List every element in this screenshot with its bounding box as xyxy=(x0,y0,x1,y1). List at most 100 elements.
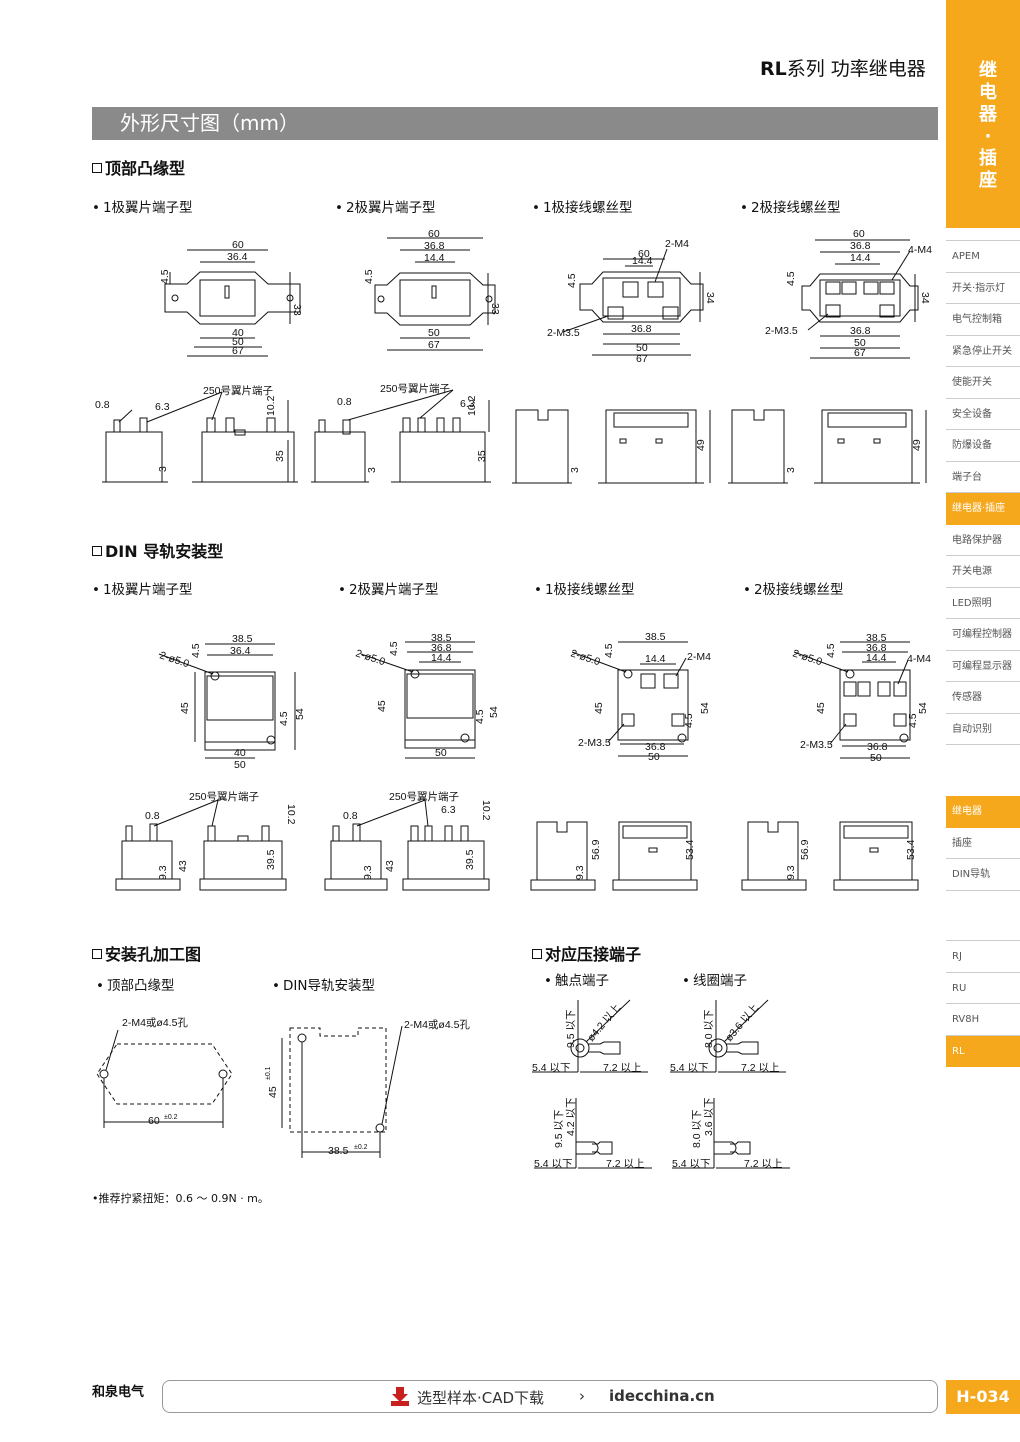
subtitle: 1极翼片端子型 xyxy=(92,578,193,598)
subtitle: 2极接线螺丝型 xyxy=(743,578,844,598)
svg-text:4.5: 4.5 xyxy=(190,643,202,658)
sidebar-item-circuit-protector[interactable]: 电路保护器 xyxy=(946,525,1020,556)
svg-text:38.5: 38.5 xyxy=(328,1145,349,1157)
drawing-mount-din: 2-M4或ø4.5孔 45 ±0.1 38.5 ±0.2 xyxy=(265,1018,470,1158)
sidebar-item-explosion-proof[interactable]: 防爆设备 xyxy=(946,430,1020,462)
sidebar-item-led[interactable]: LED照明 xyxy=(946,588,1020,619)
drawing-crimp-contact-ring: 9.5 以下 ø4.2 以上 5.4 以下 7.2 以上 xyxy=(532,999,648,1074)
svg-text:54: 54 xyxy=(917,702,929,714)
svg-text:45: 45 xyxy=(815,702,827,714)
sidebar-series-ru[interactable]: RU xyxy=(946,973,1020,1004)
svg-text:54: 54 xyxy=(488,706,500,718)
svg-text:ø3.6 以上: ø3.6 以上 xyxy=(723,1002,761,1044)
svg-text:14.4: 14.4 xyxy=(645,653,666,665)
drawing-tf3-side: 49 3 xyxy=(512,409,711,484)
subtitle: 2极翼片端子型 xyxy=(338,578,439,598)
svg-text:4.5: 4.5 xyxy=(785,271,797,286)
svg-text:2-ø5.0: 2-ø5.0 xyxy=(791,647,824,668)
svg-text:4-M4: 4-M4 xyxy=(907,653,931,665)
svg-text:60: 60 xyxy=(148,1115,160,1127)
svg-text:38.5: 38.5 xyxy=(431,632,452,644)
svg-text:9.5 以下: 9.5 以下 xyxy=(565,1009,577,1048)
drawing-mount-top-flange: 2-M4或ø4.5孔 60 ±0.2 xyxy=(96,1016,233,1128)
sidebar-item-apem[interactable]: APEM xyxy=(946,241,1020,273)
sidebar-series-rv8h[interactable]: RV8H xyxy=(946,1004,1020,1036)
section-mount-hole: 安装孔加工图 xyxy=(92,941,201,965)
sidebar-item-enable-switch[interactable]: 使能开关 xyxy=(946,367,1020,399)
svg-text:14.4: 14.4 xyxy=(866,652,887,664)
svg-text:43: 43 xyxy=(384,860,396,872)
subtitle: 1极接线螺丝型 xyxy=(534,578,635,598)
subtitle: 2极翼片端子型 xyxy=(335,196,436,216)
svg-text:36.8: 36.8 xyxy=(866,642,887,654)
drawing-tf1-side: 0.8 6.3 250号翼片端子 10.2 35 3 xyxy=(95,384,298,483)
sidebar-series-rj[interactable]: RJ xyxy=(946,941,1020,973)
sidebar-series-nav: RJ RU RV8H RL xyxy=(946,940,1020,1067)
sidebar: 继 电 器 · 插 座 APEM 开关·指示灯 电气控制箱 紧急停止开关 使能开… xyxy=(946,0,1020,1442)
sidebar-item-terminal-block[interactable]: 端子台 xyxy=(946,462,1020,493)
svg-text:14.4: 14.4 xyxy=(632,255,653,267)
subtitle: 线圈端子 xyxy=(682,969,747,989)
svg-text:50: 50 xyxy=(636,342,648,354)
drawing-tf3-top: 60 14.4 2-M4 36.8 50 67 2-M3.5 34 4.5 xyxy=(547,238,715,365)
sidebar-item-emergency-stop[interactable]: 紧急停止开关 xyxy=(946,336,1020,367)
svg-text:50: 50 xyxy=(870,752,882,764)
website-link[interactable]: idecchina.cn xyxy=(609,1387,715,1405)
svg-text:4.5: 4.5 xyxy=(159,269,171,284)
svg-text:36.8: 36.8 xyxy=(850,240,871,252)
svg-text:4.2 以下: 4.2 以下 xyxy=(565,1097,577,1136)
svg-text:50: 50 xyxy=(854,337,866,349)
svg-text:8.0 以下: 8.0 以下 xyxy=(703,1009,715,1048)
svg-text:0.8: 0.8 xyxy=(343,810,358,822)
sidebar-item-relays-sockets[interactable]: 继电器·插座 xyxy=(946,493,1020,525)
svg-text:14.4: 14.4 xyxy=(431,652,452,664)
svg-text:34: 34 xyxy=(704,292,715,304)
svg-text:10.2: 10.2 xyxy=(480,800,492,821)
svg-text:2-M3.5: 2-M3.5 xyxy=(800,739,833,751)
sidebar-item-power-supply[interactable]: 开关电源 xyxy=(946,556,1020,588)
svg-text:38.5: 38.5 xyxy=(645,631,666,643)
svg-text:45: 45 xyxy=(376,700,388,712)
svg-text:9.5 以下: 9.5 以下 xyxy=(553,1109,565,1148)
svg-text:36.8: 36.8 xyxy=(867,741,888,753)
svg-text:0.8: 0.8 xyxy=(145,810,160,822)
svg-text:67: 67 xyxy=(232,345,244,357)
svg-text:4-M4: 4-M4 xyxy=(908,244,932,256)
svg-text:4.5: 4.5 xyxy=(683,713,695,728)
svg-text:4.5: 4.5 xyxy=(388,641,400,656)
header-title: 系列 功率继电器 xyxy=(786,58,926,80)
svg-text:9.3: 9.3 xyxy=(574,865,586,880)
sidebar-item-auto-id[interactable]: 自动识别 xyxy=(946,714,1020,745)
svg-text:67: 67 xyxy=(428,339,440,351)
svg-text:7.2 以上: 7.2 以上 xyxy=(603,1062,642,1074)
svg-text:3: 3 xyxy=(785,467,797,473)
sidebar-item-sensor[interactable]: 传感器 xyxy=(946,682,1020,714)
svg-text:56.9: 56.9 xyxy=(799,839,811,860)
svg-text:49: 49 xyxy=(911,439,923,451)
sidebar-sub-din-rail[interactable]: DIN导轨 xyxy=(946,859,1020,891)
svg-text:14.4: 14.4 xyxy=(424,252,445,264)
sidebar-item-control-box[interactable]: 电气控制箱 xyxy=(946,304,1020,336)
drawing-tf4-top: 60 36.8 14.4 4-M4 36.8 50 67 2-M3.5 34 4… xyxy=(765,228,932,359)
sidebar-item-hmi[interactable]: 可编程显示器 xyxy=(946,651,1020,682)
svg-text:39.5: 39.5 xyxy=(464,849,476,870)
sidebar-sub-sockets[interactable]: 插座 xyxy=(946,828,1020,859)
drawing-crimp-coil-ring: 8.0 以下 ø3.6 以上 5.4 以下 7.2 以上 xyxy=(670,999,786,1074)
svg-text:38.5: 38.5 xyxy=(866,632,887,644)
sidebar-series-rl[interactable]: RL xyxy=(946,1035,1020,1067)
subtitle: 2极接线螺丝型 xyxy=(740,196,841,216)
download-bar[interactable]: 选型样本·CAD下载 › idecchina.cn xyxy=(162,1380,938,1413)
sidebar-item-switches[interactable]: 开关·指示灯 xyxy=(946,273,1020,304)
download-label[interactable]: 选型样本·CAD下载 xyxy=(417,1389,545,1407)
svg-text:60: 60 xyxy=(232,239,244,251)
section-crimp: 对应压接端子 xyxy=(532,941,641,965)
svg-text:10.2: 10.2 xyxy=(285,804,297,825)
sidebar-item-plc[interactable]: 可编程控制器 xyxy=(946,619,1020,651)
sidebar-item-safety[interactable]: 安全设备 xyxy=(946,399,1020,430)
drawing-din3-top: 38.5 14.4 2-M4 2-ø5.0 4.5 36.8 50 2-M3.5… xyxy=(569,631,711,763)
sidebar-sub-relays[interactable]: 继电器 xyxy=(946,796,1020,828)
svg-text:2-M3.5: 2-M3.5 xyxy=(578,737,611,749)
svg-text:36.8: 36.8 xyxy=(850,325,871,337)
svg-text:3: 3 xyxy=(366,467,378,473)
drawing-din2-top: 38.5 36.8 14.4 2-ø5.0 4.5 50 45 54 4.5 xyxy=(355,632,500,759)
